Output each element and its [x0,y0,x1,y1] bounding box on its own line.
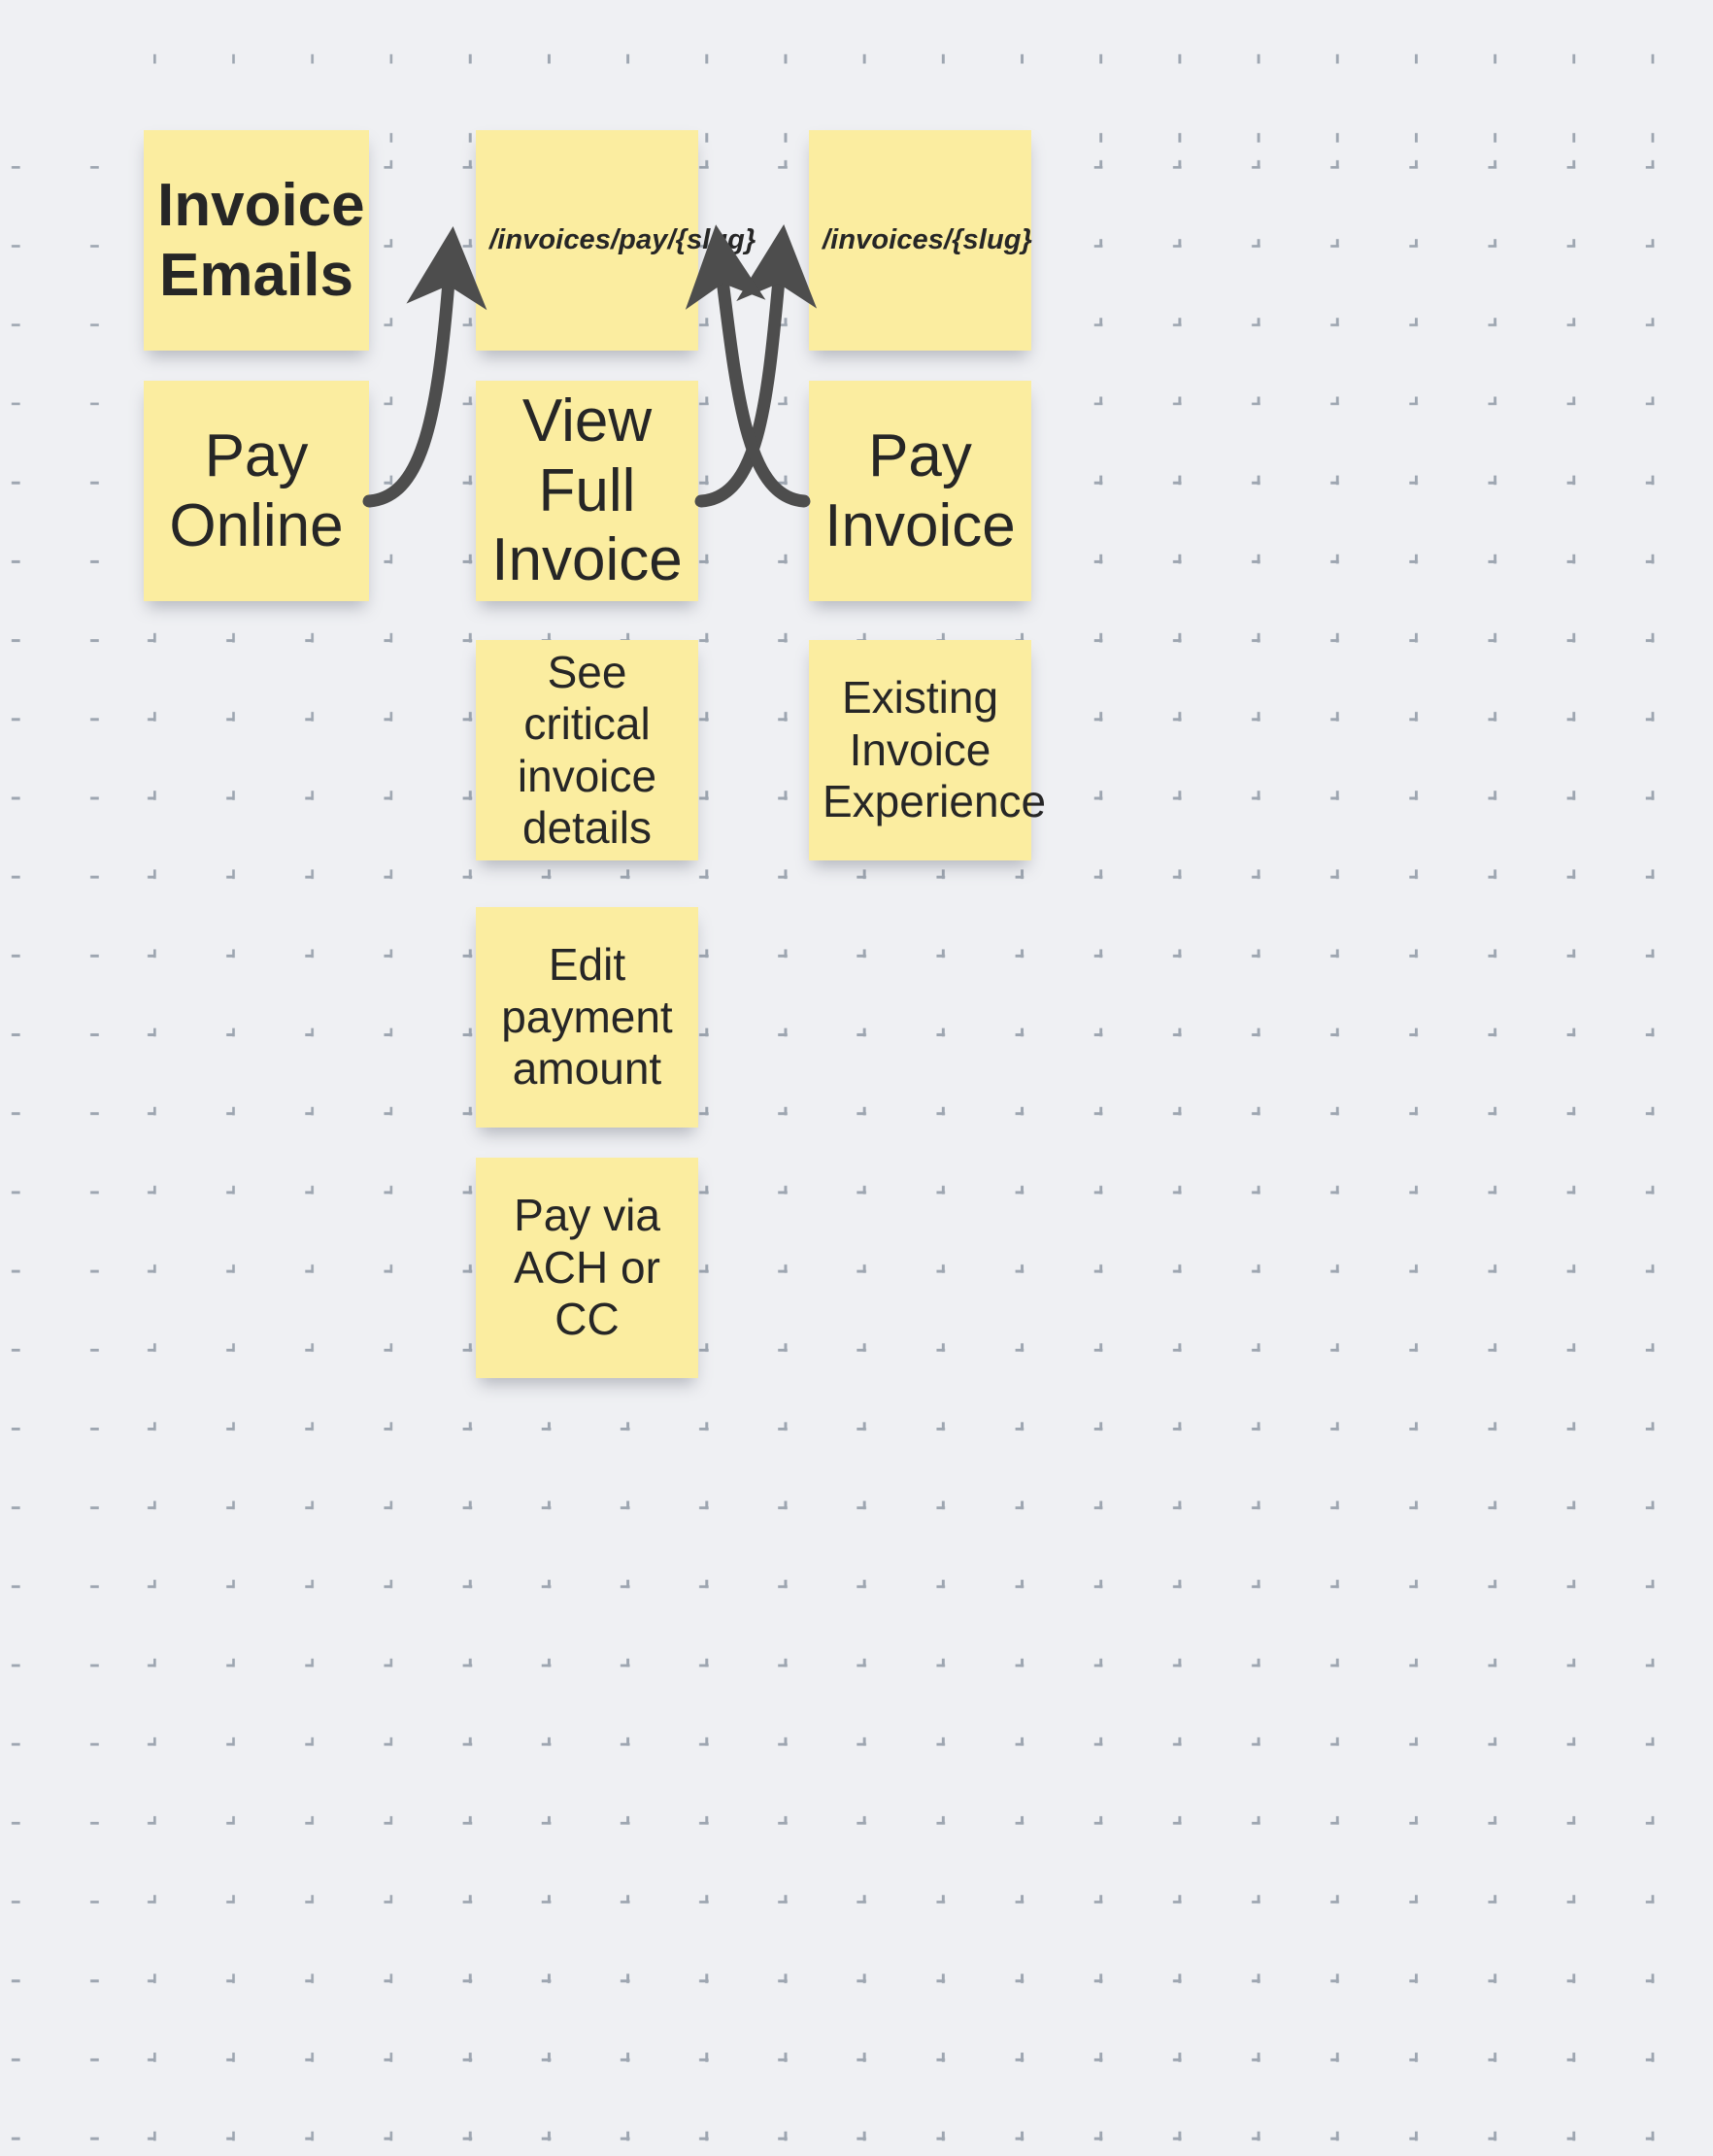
sticky-note-pay-via-ach-or-cc[interactable]: Pay via ACH or CC [476,1158,698,1378]
sticky-note-pay-online[interactable]: Pay Online [144,381,369,601]
sticky-note-route-invoices-pay-slug[interactable]: /invoices/pay/{slug} [476,130,756,351]
sticky-note-text: See critical invoice details [517,646,657,853]
sticky-note-text: /invoices/pay/{slug} [489,223,756,255]
sticky-note-text: Pay via ACH or CC [514,1190,660,1345]
sticky-note-route-invoices-slug[interactable]: /invoices/{slug} [809,130,1032,351]
sticky-note-text: Invoice Emails [157,171,365,309]
sticky-note-text: Pay Invoice [824,421,1016,559]
sticky-note-existing-invoice-experience[interactable]: Existing Invoice Experience [809,640,1047,860]
sticky-note-view-full-invoice[interactable]: View Full Invoice [476,381,698,601]
sticky-note-text: View Full Invoice [491,387,683,594]
sticky-note-text: Edit payment amount [501,939,673,1095]
sticky-note-text: /invoices/{slug} [823,223,1032,255]
sticky-note-text: Existing Invoice Experience [823,672,1047,827]
sticky-note-invoice-emails[interactable]: Invoice Emails [144,130,369,351]
sticky-note-pay-invoice[interactable]: Pay Invoice [809,381,1031,601]
sticky-note-text: Pay Online [169,421,344,559]
sticky-note-edit-payment-amount[interactable]: Edit payment amount [476,907,698,1128]
sticky-note-see-critical-invoice-details[interactable]: See critical invoice details [476,640,698,860]
